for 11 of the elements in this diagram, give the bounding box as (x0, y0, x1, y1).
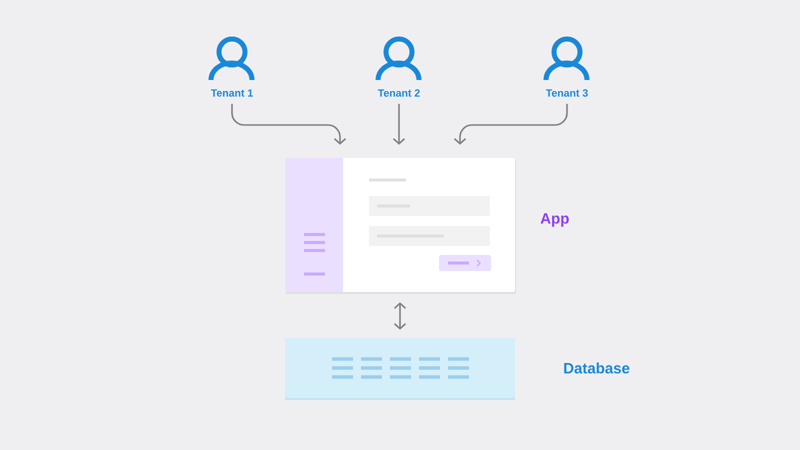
box-label: App (540, 213, 569, 227)
arrow (392, 104, 406, 145)
box-label: Database (564, 362, 630, 374)
app-window-drawing (285, 158, 516, 294)
arrow (231, 104, 346, 145)
tenant-label: Tenant 3 (546, 89, 588, 97)
tenant-label: Tenant 2 (378, 89, 420, 97)
database-drawing (285, 338, 515, 400)
arrow (454, 104, 568, 145)
arrow (394, 302, 406, 330)
tenant-label: Tenant 1 (210, 89, 253, 97)
